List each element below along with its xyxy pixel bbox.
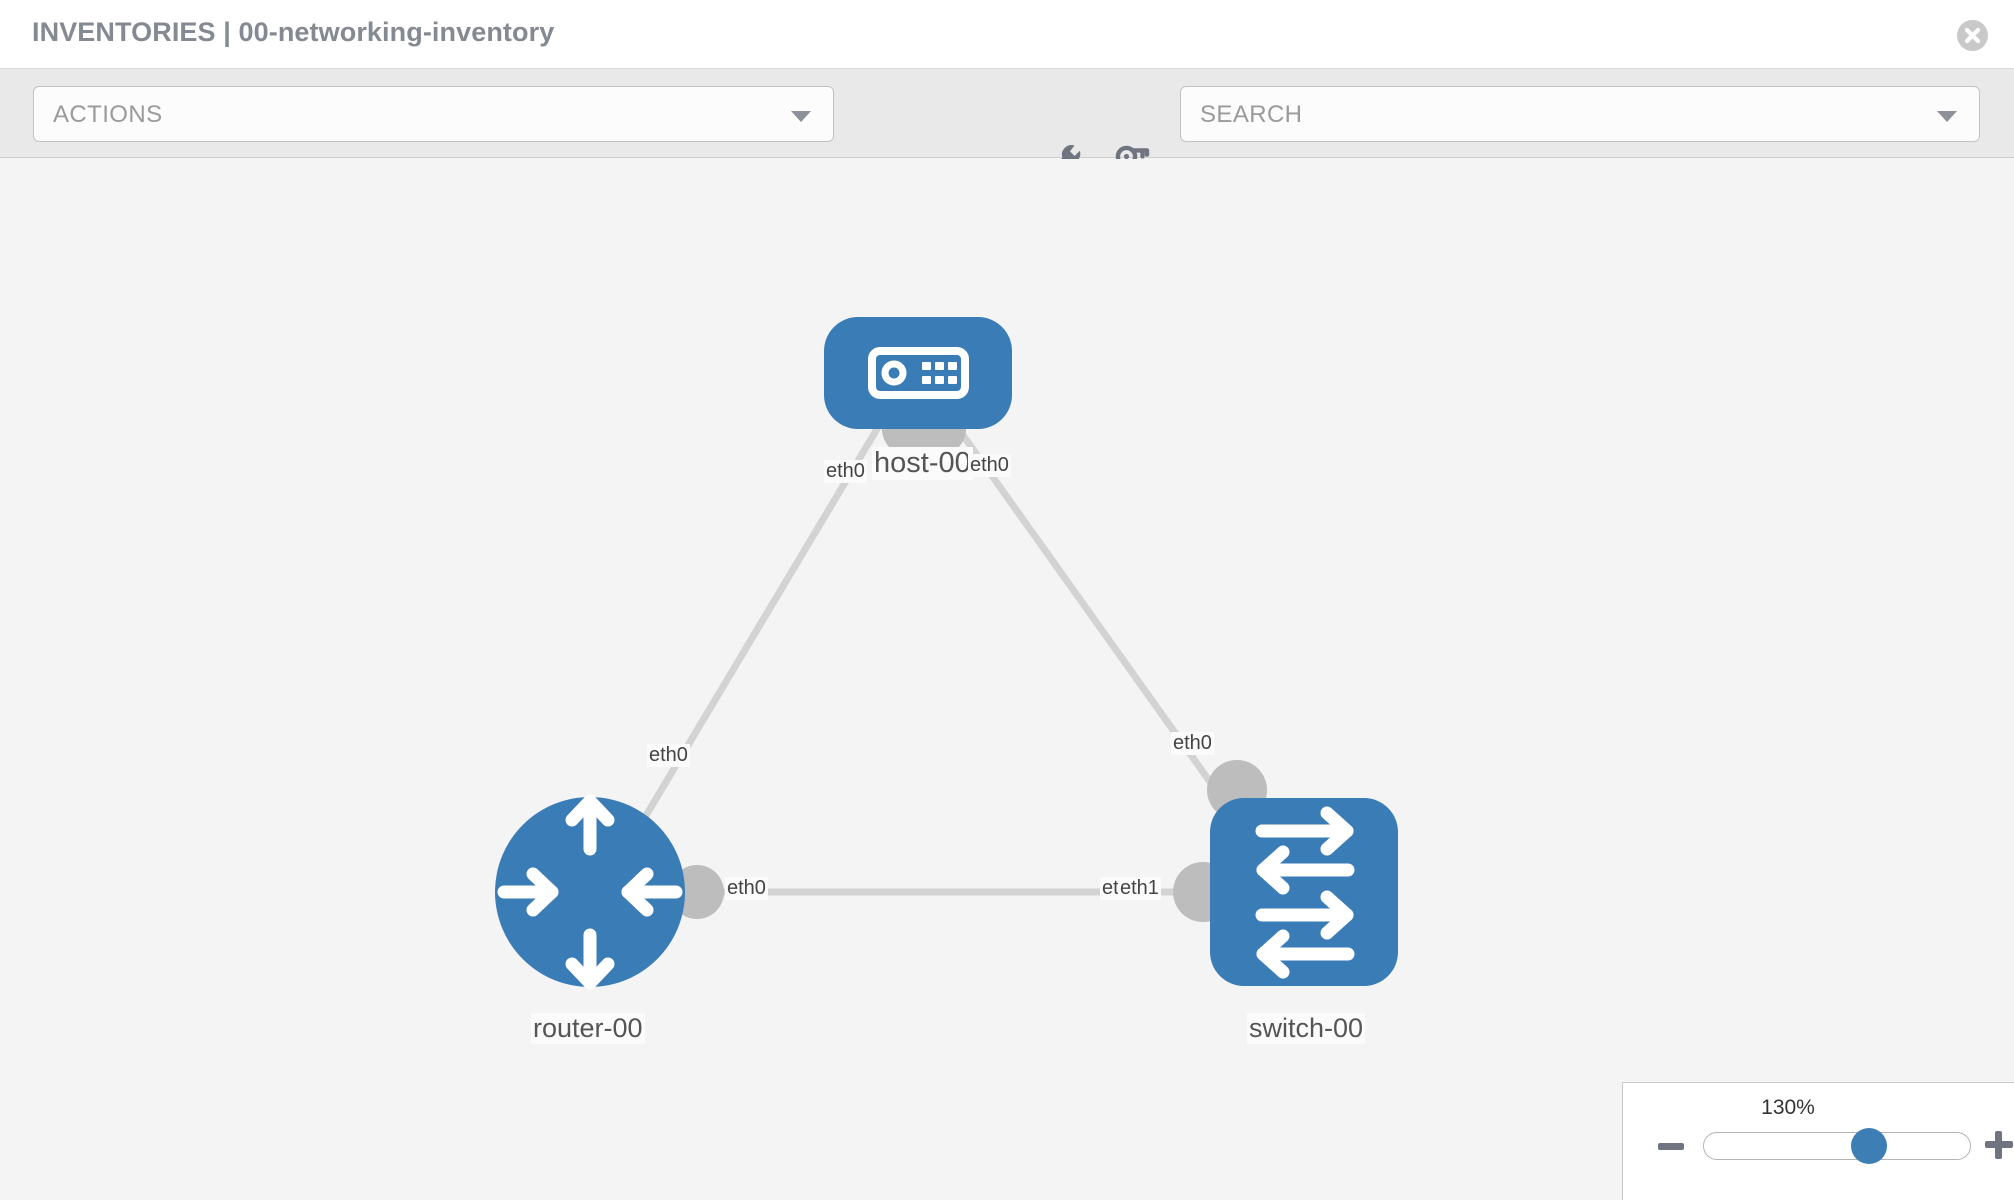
node-label-switch-00: switch-00	[1247, 1013, 1366, 1044]
app-header: INVENTORIES | 00-networking-inventory	[0, 0, 2014, 69]
topology-canvas[interactable]: host-00 router-00 switch-00 eth0 eth0 et…	[0, 159, 2014, 1200]
chevron-down-icon	[1937, 111, 1957, 122]
zoom-in-button[interactable]	[1985, 1131, 2013, 1159]
close-icon[interactable]	[1957, 20, 1988, 51]
actions-dropdown[interactable]: ACTIONS	[33, 86, 834, 142]
node-label-router-00: router-00	[531, 1013, 645, 1044]
edges	[616, 421, 1268, 896]
edge-label-switch-left-eth: eth1	[1118, 877, 1161, 900]
topology-graph	[495, 317, 1398, 990]
node-label-host-00: host-00	[872, 447, 973, 480]
chevron-down-icon	[791, 111, 811, 122]
edge-label-switch-uplink-eth: eth0	[1171, 732, 1214, 755]
page-title: INVENTORIES | 00-networking-inventory	[32, 17, 555, 47]
zoom-slider-handle[interactable]	[1851, 1128, 1888, 1164]
zoom-out-button[interactable]	[1658, 1143, 1684, 1150]
node-router-00[interactable]	[495, 794, 685, 990]
node-switch-00[interactable]	[1210, 798, 1398, 986]
zoom-control-panel[interactable]: 130%	[1622, 1082, 2014, 1200]
actions-dropdown-label: ACTIONS	[53, 101, 163, 128]
connector-handles	[670, 403, 1267, 922]
node-host-00[interactable]	[824, 317, 1012, 429]
edge-label-router-right-eth: eth0	[725, 877, 768, 900]
edge-host-router	[616, 422, 884, 861]
edge-label-router-uplink-eth: eth0	[647, 744, 690, 767]
server-icon	[868, 347, 969, 399]
search-input-placeholder: SEARCH	[1200, 101, 1303, 128]
search-dropdown[interactable]: SEARCH	[1180, 86, 1980, 142]
router-arrows-icon	[497, 794, 683, 990]
zoom-level-label: 130%	[1761, 1096, 1815, 1119]
edge-label-host-eth-right: eth0	[968, 454, 1011, 477]
switch-arrows-icon	[1255, 806, 1355, 979]
zoom-slider-track[interactable]	[1703, 1132, 1971, 1160]
edge-label-host-eth-left: eth0	[824, 460, 867, 483]
toolbar: ACTIONS SEARCH	[0, 69, 2014, 175]
